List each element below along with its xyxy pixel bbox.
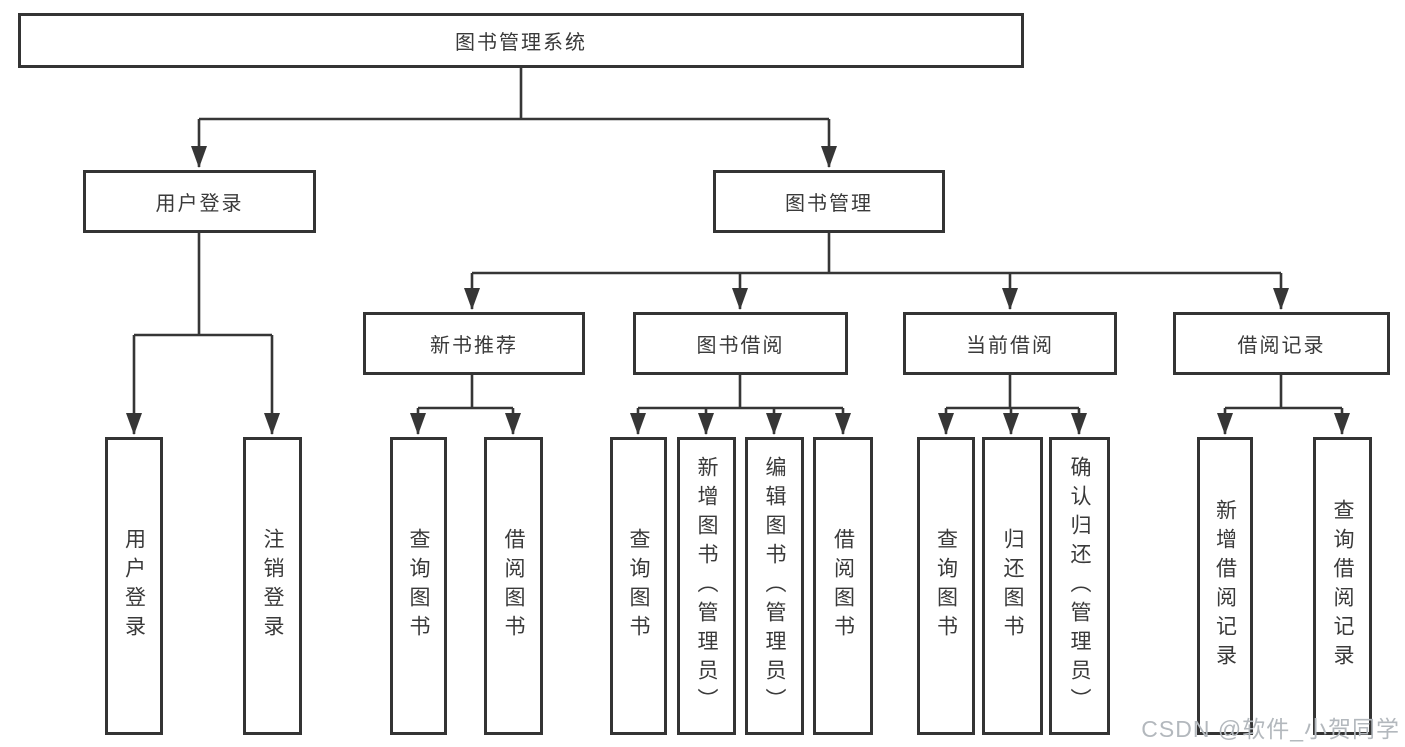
connector-arrows [126,119,1350,435]
leaf-query-books-borrow: 查询图书 [610,437,667,735]
node-borrowing-records: 借阅记录 [1173,312,1390,375]
node-current-borrowing: 当前借阅 [903,312,1117,375]
leaf-borrow-books-recommend: 借阅图书 [484,437,543,735]
leaf-borrow-books: 借阅图书 [813,437,873,735]
leaf-query-books-current: 查询图书 [917,437,975,735]
leaf-query-books-recommend: 查询图书 [390,437,447,735]
leaf-logout: 注销登录 [243,437,302,735]
leaf-user-login: 用户登录 [105,437,163,735]
node-book-management: 图书管理 [713,170,945,233]
node-new-book-recommend: 新书推荐 [363,312,585,375]
node-book-borrowing: 图书借阅 [633,312,848,375]
leaf-add-borrow-record: 新增借阅记录 [1197,437,1253,735]
csdn-watermark: CSDN @软件_小贺同学 [1141,716,1400,742]
node-user-login: 用户登录 [83,170,316,233]
connector-segments [134,68,1342,410]
leaf-query-borrow-record: 查询借阅记录 [1313,437,1372,735]
leaf-confirm-return-admin: 确认归还（管理员） [1049,437,1110,735]
leaf-add-book-admin: 新增图书（管理员） [677,437,736,735]
node-root: 图书管理系统 [18,13,1024,68]
leaf-edit-book-admin: 编辑图书（管理员） [745,437,804,735]
leaf-return-books: 归还图书 [982,437,1043,735]
